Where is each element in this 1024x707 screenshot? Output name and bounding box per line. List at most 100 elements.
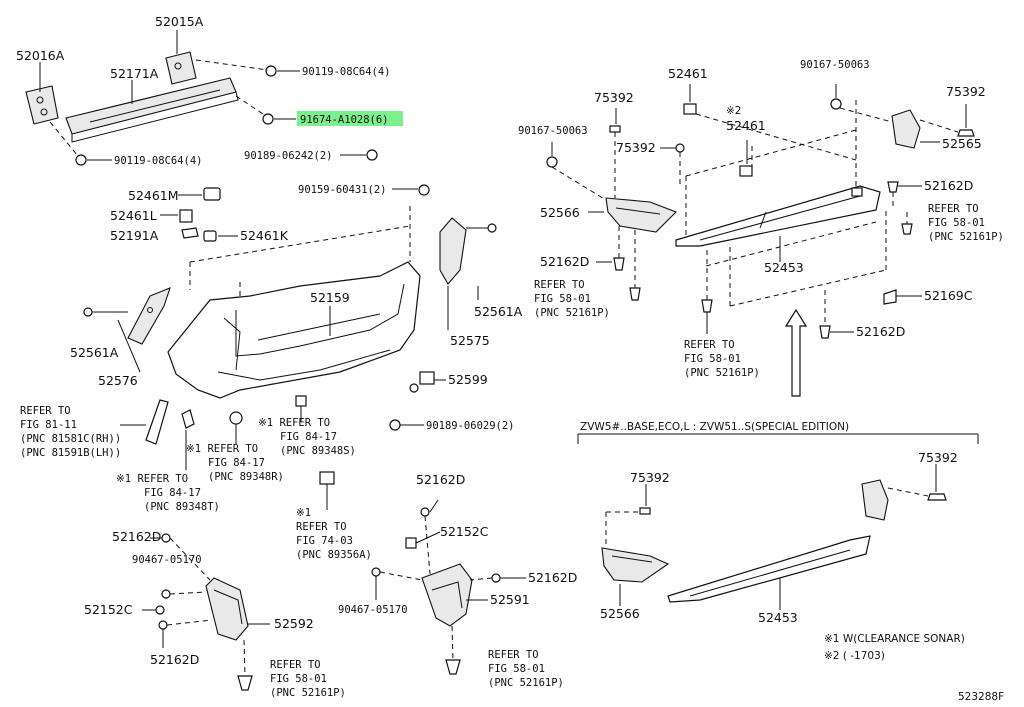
- ref-89348S-line1: ※1 REFER TO: [258, 417, 330, 429]
- label-52576: 52576: [98, 373, 138, 388]
- note-2: ※2 ( -1703): [824, 650, 885, 662]
- label-highlighted-bolt: 91674-A1028(6): [300, 114, 389, 126]
- label-bolt-5: 90189-06029(2): [426, 420, 515, 432]
- label-bolt-1: 90119-08C64(4): [302, 66, 391, 78]
- ref-58-b-line2: FIG 58-01: [488, 663, 545, 675]
- cover-52566-top: [546, 84, 857, 233]
- ref-58-e-line2: FIG 58-01: [684, 353, 741, 365]
- ref-58-e-line1: REFER TO: [684, 339, 735, 351]
- label-52162D-b: 52162D: [150, 652, 199, 667]
- label-52162D-c: 52162D: [416, 472, 465, 487]
- label-75392-d: 75392: [630, 470, 670, 485]
- label-75392-c: 75392: [946, 84, 986, 99]
- variant-section: [577, 433, 979, 610]
- label-52461-b: 52461: [726, 118, 766, 133]
- label-note2-mark: ※2: [726, 105, 741, 117]
- pads-left: [160, 187, 238, 242]
- label-bolt-7: 90467-05170: [338, 604, 408, 616]
- label-52162D-d: 52162D: [528, 570, 577, 585]
- ref-58-d-line1: REFER TO: [928, 203, 979, 215]
- ref-89348R-line1: ※1 REFER TO: [186, 443, 258, 455]
- label-52461L: 52461L: [110, 208, 157, 223]
- label-52561A-left: 52561A: [70, 345, 119, 360]
- retainer-52576: [83, 287, 171, 373]
- label-52191A: 52191A: [110, 228, 159, 243]
- up-arrow: [784, 308, 808, 397]
- reflector-left: [120, 399, 169, 445]
- side-support-52591: [371, 499, 526, 675]
- label-52162D-g: 52162D: [856, 324, 905, 339]
- label-52461K: 52461K: [240, 228, 289, 243]
- label-52591: 52591: [490, 592, 530, 607]
- label-52171A: 52171A: [110, 66, 159, 81]
- label-bolt-2: 90119-08C64(4): [114, 155, 203, 167]
- sonar-parts: [181, 395, 335, 510]
- label-52565: 52565: [942, 136, 982, 151]
- ref-58-a-line2: FIG 58-01: [270, 673, 327, 685]
- variant-section-title: ZVW5#..BASE,ECO,L : ZVW51..S(SPECIAL EDI…: [580, 421, 849, 433]
- label-52461-a: 52461: [668, 66, 708, 81]
- label-52461M: 52461M: [128, 188, 179, 203]
- label-52162D-f: 52162D: [540, 254, 589, 269]
- ref-89356A-line3: FIG 74-03: [296, 535, 353, 547]
- ref-89348T-line3: (PNC 89348T): [144, 501, 220, 513]
- ref-89356A-line2: REFER TO: [296, 521, 347, 533]
- ref-58-c-line3: (PNC 52161P): [534, 307, 610, 319]
- label-52162D-e: 52162D: [924, 178, 973, 193]
- label-75392-b: 75392: [616, 140, 656, 155]
- ref-81-line1: REFER TO: [20, 405, 71, 417]
- bolts-top: [75, 65, 430, 196]
- bumper-cover-52159: [167, 206, 421, 399]
- clips-right: [596, 181, 922, 339]
- label-52152C-a: 52152C: [84, 602, 133, 617]
- bracket-52015A: [165, 51, 197, 85]
- ref-81-line2: FIG 81-11: [20, 419, 77, 431]
- diagram-code: 523288F: [958, 691, 1004, 703]
- side-support-52592: [142, 533, 270, 691]
- leaders-top-left: [39, 30, 418, 190]
- label-75392-e: 75392: [918, 450, 958, 465]
- ref-89348R-line3: (PNC 89348R): [208, 471, 284, 483]
- label-bolt-6: 90467-05170: [132, 554, 202, 566]
- ref-81-line3: (PNC 81581C(RH)): [20, 433, 121, 445]
- label-52566-a: 52566: [540, 205, 580, 220]
- ref-58-a-line1: REFER TO: [270, 659, 321, 671]
- label-52599: 52599: [448, 372, 488, 387]
- label-52592: 52592: [274, 616, 314, 631]
- label-52575: 52575: [450, 333, 490, 348]
- side-panel-52453: [675, 100, 887, 307]
- ref-58-d-line2: FIG 58-01: [928, 217, 985, 229]
- ref-89356A-line4: (PNC 89356A): [296, 549, 372, 561]
- label-bolt-3: 90189-06242(2): [244, 150, 333, 162]
- ref-58-d-line3: (PNC 52161P): [928, 231, 1004, 243]
- ref-89348T-line2: FIG 84-17: [144, 487, 201, 499]
- bracket-52565: [830, 84, 975, 149]
- ref-81-line4: (PNC 81591B(LH)): [20, 447, 121, 459]
- ref-58-b-line1: REFER TO: [488, 649, 539, 661]
- ref-58-c-line2: FIG 58-01: [534, 293, 591, 305]
- label-bolt-4: 90159-60431(2): [298, 184, 387, 196]
- label-52566-b: 52566: [600, 606, 640, 621]
- ref-89348T-line1: ※1 REFER TO: [116, 473, 188, 485]
- label-52561A-right: 52561A: [474, 304, 523, 319]
- label-bolt-9: 90167-50063: [518, 125, 588, 137]
- label-52453-a: 52453: [764, 260, 804, 275]
- ref-89348S-line2: FIG 84-17: [280, 431, 337, 443]
- ref-58-e-line3: (PNC 52161P): [684, 367, 760, 379]
- label-bolt-8: 90167-50063: [800, 59, 870, 71]
- label-52152C-b: 52152C: [440, 524, 489, 539]
- ref-58-c-line1: REFER TO: [534, 279, 585, 291]
- note-1: ※1 W(CLEARANCE SONAR): [824, 633, 965, 645]
- bracket-52016A: [25, 85, 59, 125]
- label-75392-a: 75392: [594, 90, 634, 105]
- label-52159: 52159: [310, 290, 350, 305]
- retainer-52575: [439, 217, 497, 330]
- ref-58-a-line3: (PNC 52161P): [270, 687, 346, 699]
- ref-89348S-line3: (PNC 89348S): [280, 445, 356, 457]
- label-52453-b: 52453: [758, 610, 798, 625]
- ref-89356A-line1: ※1: [296, 507, 311, 519]
- label-52169C: 52169C: [924, 288, 973, 303]
- part-labels: 52016A 52015A 52171A 90119-08C64(4) 9167…: [16, 14, 1004, 703]
